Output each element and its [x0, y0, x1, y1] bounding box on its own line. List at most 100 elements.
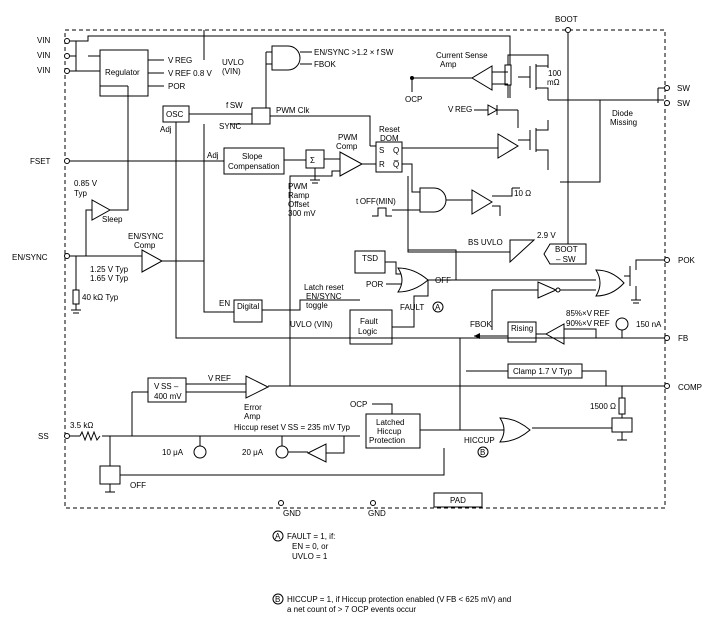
pin-boot[interactable] [565, 27, 571, 33]
ocp-label: OCP [405, 95, 422, 104]
current-source-20ua [275, 445, 289, 459]
clamp-wires [466, 370, 607, 386]
hiccup-note-b-letter: B [480, 448, 485, 457]
v125-label: 1.25 V Typ [90, 265, 129, 274]
i10-label: 10 μA [162, 448, 184, 457]
sr-latch [375, 141, 403, 173]
uvlo-fault-label: UVLO (VIN) [290, 320, 333, 329]
pin-gnd-label-1: GND [283, 509, 301, 518]
en-sync-wire [70, 255, 142, 290]
error-amplifier [245, 375, 270, 399]
ss-inverter [306, 443, 327, 463]
pct90-label: 90%×V REF [566, 319, 610, 328]
sleep-label: Sleep [102, 215, 123, 224]
pwm-comp-label-2: Comp [336, 142, 358, 151]
boot-sw-block [543, 243, 587, 265]
pin-ss[interactable] [64, 433, 70, 439]
pin-gnd-label-2: GND [368, 509, 386, 518]
sw-wires [548, 87, 664, 183]
vss-offset-block [147, 377, 187, 403]
pwm-clk-wires [230, 115, 371, 146]
pok-or-gate [595, 269, 625, 297]
pwm-clk-mux [251, 107, 271, 125]
pin-pok[interactable] [664, 257, 670, 263]
pin-fset[interactable] [64, 158, 70, 164]
vref-ea-label: V REF [208, 374, 231, 383]
pin-sw-2[interactable] [664, 100, 670, 106]
boot-sw-label-1: BOOT [555, 245, 578, 254]
r40k-label: 40 kΩ Typ [82, 293, 119, 302]
toff-pulse [372, 207, 420, 217]
lowside-mosfet [518, 120, 549, 170]
diode-missing-label-2: Missing [610, 118, 637, 127]
summer-block [305, 149, 325, 169]
current-sense-amp-label: Amp [440, 60, 457, 69]
bs-uvlo-wire [407, 176, 510, 253]
ocp-wire [411, 77, 472, 92]
sense-resistor [504, 64, 512, 86]
note-a-marker [272, 530, 284, 542]
pwm-comp-wires [289, 158, 376, 386]
en-sync-comp-label-2: Comp [134, 241, 156, 250]
pin-fb-label: FB [678, 334, 688, 343]
en-sync-comparator [141, 249, 164, 273]
note-a-line-3: UVLO = 1 [292, 552, 328, 561]
pin-fb[interactable] [664, 335, 670, 341]
sr-s: S [379, 146, 384, 155]
uvlo-label: UVLO [222, 58, 244, 67]
summer-sigma: Σ [310, 156, 315, 165]
uvlo-vin-label: (VIN) [222, 67, 241, 76]
diode-missing-label: Diode [612, 109, 633, 118]
bs-uvlo-comparator [509, 239, 536, 264]
pin-en-sync[interactable] [64, 253, 70, 259]
buffer-wires [492, 187, 520, 216]
pin-comp[interactable] [664, 383, 670, 389]
i150-label: 150 nA [636, 320, 662, 329]
pin-vin-1[interactable] [64, 38, 70, 44]
v29-label: 2.9 V [537, 231, 556, 240]
ss-source-wires [199, 436, 345, 454]
pin-gnd-1[interactable] [278, 500, 284, 506]
off-ss-label: OFF [130, 481, 146, 490]
sync-label: SYNC [219, 122, 241, 131]
en-sync-pulldown-resistor [72, 289, 80, 305]
pwm-ramp-label-4: 300 mV [288, 209, 316, 218]
comp-discharge-switch [611, 417, 633, 433]
inverter-bubble [555, 287, 561, 293]
current-source-10ua [193, 445, 207, 459]
slope-label-1: Slope [242, 152, 263, 161]
vin-wires [70, 35, 511, 98]
latched-hiccup-block [365, 413, 421, 449]
bs-uvlo-label: BS UVLO [468, 238, 503, 247]
en-sync-out-wire [162, 30, 234, 313]
pad-label: PAD [450, 496, 466, 505]
fbok-top-label: FBOK [314, 60, 336, 69]
pwm-clk-label: PWM Clk [276, 106, 310, 115]
hiccup-reset-label: Hiccup reset V SS = 235 mV Typ [234, 423, 351, 432]
vreg-label: V REG [168, 56, 192, 65]
sr-qbar: Q̅ [393, 160, 399, 169]
pok-or-inputs [456, 279, 596, 291]
ocp-hiccup-wire [372, 403, 393, 414]
vref-label: V REF 0.8 V [168, 69, 213, 78]
pin-vin-2[interactable] [64, 53, 70, 59]
summer-ground [310, 168, 320, 184]
gate-driver [497, 133, 519, 159]
por-label: POR [168, 82, 186, 91]
r35k-label: 3.5 kΩ [70, 421, 93, 430]
pin-sw-1[interactable] [664, 85, 670, 91]
pin-vin-3[interactable] [64, 68, 70, 74]
r100-unit-label: mΩ [547, 78, 560, 87]
note-a-line-1: FAULT = 1, if: [287, 532, 335, 541]
note-b-marker [272, 593, 284, 605]
sense-wires [492, 54, 549, 98]
lowside-buffer [471, 189, 493, 215]
pin-ss-label: SS [38, 432, 49, 441]
pin-vin-label-1: VIN [37, 36, 51, 45]
note-b-line-1: HICCUP = 1, if Hiccup protection enabled… [287, 595, 511, 604]
pin-fset-label: FSET [30, 157, 51, 166]
pin-gnd-2[interactable] [370, 500, 376, 506]
latch-reset-label-1: Latch reset [304, 283, 344, 292]
en-sync-comp-label-1: EN/SYNC [128, 232, 164, 241]
